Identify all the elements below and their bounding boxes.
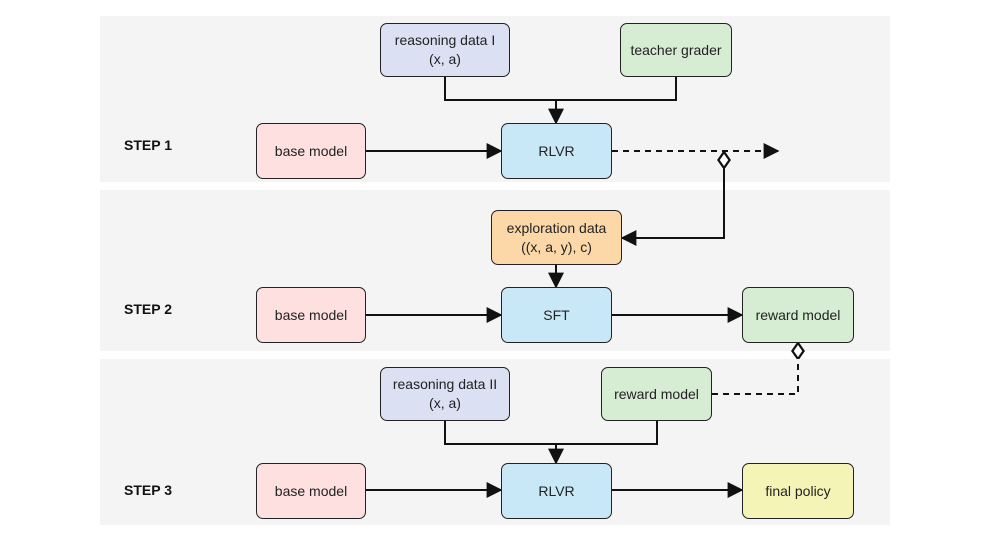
step1-base-model-box: base model [256, 123, 366, 179]
exploration-data-box: exploration data ((x, a, y), c) [491, 210, 622, 265]
reasoning-data-2-title: reasoning data II [392, 376, 498, 392]
step2-reward-model-label: reward model [755, 306, 841, 323]
step3-base-model-label: base model [274, 482, 348, 499]
teacher-grader-box: teacher grader [620, 23, 732, 77]
reasoning-data-2-box: reasoning data II (x, a) [380, 367, 510, 421]
sft-label: SFT [543, 306, 570, 323]
step2-label: STEP 2 [124, 301, 172, 317]
step3-base-model-box: base model [256, 463, 366, 519]
exploration-data-vars: ((x, a, y), c) [521, 238, 592, 255]
step1-rlvr-box: RLVR [501, 123, 612, 179]
step3-reward-model-box: reward model [601, 367, 712, 421]
step3-reward-model-label: reward model [614, 385, 699, 402]
step2-base-model-box: base model [256, 287, 366, 343]
rlvr-to-exploration-arrow [622, 160, 724, 238]
step1-base-model-label: base model [274, 142, 348, 159]
step1-label: STEP 1 [124, 137, 172, 153]
reasoning-data-1-vars: (x, a) [429, 51, 461, 67]
step1-rlvr-label: RLVR [538, 142, 575, 159]
final-policy-box: final policy [742, 463, 854, 519]
step3-label: STEP 3 [124, 482, 172, 498]
sft-box: SFT [501, 287, 612, 343]
reasoning-data-1-title: reasoning data I [394, 32, 496, 48]
teacher-grader-label: teacher grader [630, 41, 722, 58]
reasoning-data-2-vars: (x, a) [429, 395, 461, 411]
step2-base-model-label: base model [274, 306, 348, 323]
step1-data-merge-line [444, 77, 677, 101]
step3-rlvr-label: RLVR [538, 482, 575, 499]
reward-model-dashed-link [712, 351, 798, 395]
step3-data-merge-line [444, 421, 658, 445]
final-policy-label: final policy [765, 482, 831, 499]
exploration-data-title: exploration data [506, 219, 607, 236]
reasoning-data-1-box: reasoning data I (x, a) [380, 23, 510, 77]
step3-rlvr-box: RLVR [501, 463, 612, 519]
step2-reward-model-box: reward model [742, 287, 854, 343]
